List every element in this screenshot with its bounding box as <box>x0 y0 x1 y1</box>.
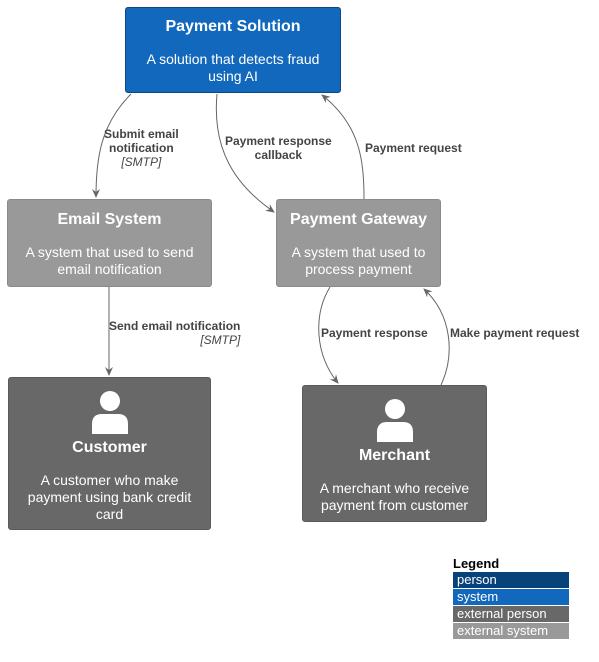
edge-payment-response-callback <box>215 93 275 213</box>
node-title: Merchant <box>358 447 431 464</box>
edge-make-payment-request <box>423 288 450 386</box>
edge-submit-email <box>92 93 132 198</box>
legend: Legend person system external person ext… <box>453 556 569 639</box>
node-description: A solution that detects fraud using AI <box>146 51 320 84</box>
node-email-system[interactable]: Email System A system that used to send … <box>7 199 212 287</box>
node-description: A system that used to process payment <box>291 244 426 277</box>
edge-technology: [SMTP] <box>121 155 162 169</box>
edge-label-send-email: Send email notification [SMTP] <box>109 319 241 347</box>
edge-label-payment-response-callback: Payment response callback <box>225 134 332 162</box>
legend-item-person: person <box>453 572 569 588</box>
legend-title: Legend <box>453 556 500 571</box>
person-icon <box>376 399 413 442</box>
node-title: Customer <box>72 439 147 456</box>
node-payment-gateway[interactable]: Payment Gateway A system that used to pr… <box>276 199 441 287</box>
node-customer[interactable]: Customer A customer who make payment usi… <box>8 377 211 530</box>
node-title: Email System <box>57 211 162 228</box>
edge-payment-request <box>321 94 365 200</box>
edge-label-submit-email: Submit email notification [SMTP] <box>104 127 179 169</box>
edge-label-payment-request: Payment request <box>365 141 462 155</box>
edge-technology: [SMTP] <box>200 333 241 347</box>
node-description: A merchant who receive payment from cust… <box>319 480 470 513</box>
person-icon <box>91 391 128 434</box>
node-merchant[interactable]: Merchant A merchant who receive payment … <box>302 385 487 522</box>
edge-label-payment-response: Payment response <box>321 326 428 340</box>
legend-item-system: system <box>453 589 569 605</box>
node-payment-solution[interactable]: Payment Solution A solution that detects… <box>125 7 341 93</box>
edge-label-make-payment-request: Make payment request <box>450 326 580 340</box>
node-description: A customer who make payment using bank c… <box>27 472 192 522</box>
node-title: Payment Solution <box>165 18 301 35</box>
edge-payment-response <box>318 286 339 384</box>
legend-item-external-person: external person <box>453 606 569 622</box>
node-description: A system that used to send email notific… <box>25 244 194 277</box>
legend-item-external-system: external system <box>453 623 569 639</box>
node-title: Payment Gateway <box>290 211 427 228</box>
